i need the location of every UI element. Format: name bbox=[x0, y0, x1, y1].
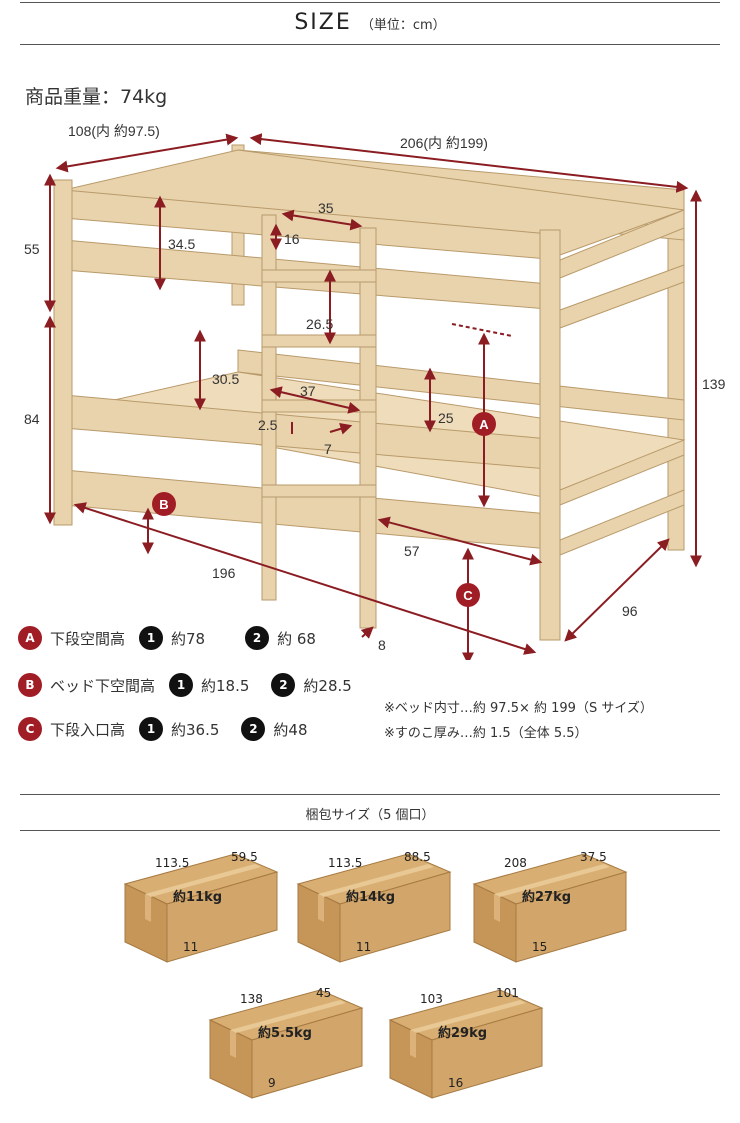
legend-letter-badge: B bbox=[18, 673, 42, 697]
package-box-1: 113.5 59.5 約11kg 11 bbox=[115, 842, 285, 972]
size-header: SIZE （単位：cm） bbox=[0, 10, 740, 35]
dimension-labels: 108(内 約97.5) 206(内 約199) 55 34.5 35 16 2… bbox=[24, 123, 726, 653]
bunk-bed-diagram: 108(内 約97.5) 206(内 約199) 55 34.5 35 16 2… bbox=[24, 123, 726, 660]
note-inner-size: ※ベッド内寸…約 97.5× 約 199（S サイズ） bbox=[384, 701, 653, 716]
dim-length-outer: 206(内 約199) bbox=[400, 135, 488, 151]
bed-frame bbox=[53, 144, 686, 641]
header-top-rule bbox=[20, 2, 720, 3]
legend-num-badge: 1 bbox=[169, 673, 194, 697]
package-box-3: 208 37.5 約27kg 15 bbox=[464, 842, 634, 972]
box-weight: 約5.5kg bbox=[258, 1026, 312, 1041]
box-dim-top-left: 138 bbox=[240, 992, 263, 1006]
dim-guard-height: 34.5 bbox=[168, 236, 195, 252]
legend-value-1: 約18.5 bbox=[201, 676, 250, 695]
dim-rail-thickness: 16 bbox=[284, 231, 300, 247]
legend-num-badge: 2 bbox=[245, 626, 270, 650]
page-title: SIZE bbox=[294, 10, 352, 35]
dim-ladder-width: 37 bbox=[300, 383, 316, 399]
legend-num-badge: 1 bbox=[139, 626, 164, 650]
legend-value-2: 約 68 bbox=[277, 629, 316, 648]
legend-value-1: 約78 bbox=[171, 629, 206, 648]
box-dim-top-left: 113.5 bbox=[155, 856, 190, 870]
box-dim-top-right: 37.5 bbox=[580, 850, 607, 864]
package-box-4: 138 45 約5.5kg 9 bbox=[200, 978, 370, 1108]
svg-text:A: A bbox=[479, 417, 489, 432]
box-weight: 約29kg bbox=[438, 1026, 488, 1041]
dim-base-length: 196 bbox=[212, 565, 236, 581]
dim-width-outer: 108(内 約97.5) bbox=[68, 123, 160, 139]
legend-row-a: A 下段空間高 1 約78 2 約 68 bbox=[18, 625, 316, 651]
package-bottom-rule bbox=[20, 830, 720, 831]
dim-lower-rail-height: 30.5 bbox=[212, 371, 239, 387]
package-title: 梱包サイズ（5 個口） bbox=[305, 808, 435, 823]
legend-num-badge: 2 bbox=[271, 673, 296, 697]
dim-upper-height: 55 bbox=[24, 241, 40, 257]
a-reference-line bbox=[451, 323, 513, 337]
dim-lower-opening: 57 bbox=[404, 543, 420, 559]
legend-letter-badge: A bbox=[18, 626, 42, 650]
dim-step-width: 7 bbox=[324, 441, 332, 457]
package-box-5: 103 101 約29kg 16 bbox=[380, 978, 550, 1108]
package-box-2: 113.5 88.5 約14kg 11 bbox=[288, 842, 458, 972]
dim-step-spacing: 26.5 bbox=[306, 316, 333, 332]
dim-frame-height: 25 bbox=[438, 410, 454, 426]
marker-b: B bbox=[152, 492, 176, 516]
box-dim-height: 11 bbox=[356, 940, 372, 954]
box-dim-top-right: 88.5 bbox=[404, 850, 431, 864]
legend-value-1: 約36.5 bbox=[171, 720, 220, 739]
box-dim-height: 16 bbox=[448, 1076, 464, 1090]
svg-text:B: B bbox=[159, 497, 168, 512]
box-weight: 約27kg bbox=[522, 890, 572, 905]
carton-icon bbox=[388, 989, 544, 1099]
carton-icon bbox=[472, 853, 628, 963]
box-dim-top-right: 59.5 bbox=[231, 850, 258, 864]
legend-label: ベッド下空間高 bbox=[50, 676, 156, 695]
product-weight: 商品重量：74kg bbox=[25, 86, 168, 108]
dim-lower-height: 84 bbox=[24, 411, 40, 427]
box-dim-height: 11 bbox=[183, 940, 199, 954]
package-top-rule bbox=[20, 794, 720, 795]
legend-row-c: C 下段入口高 1 約36.5 2 約48 bbox=[18, 716, 308, 742]
box-weight: 約14kg bbox=[346, 890, 396, 905]
box-dim-height: 9 bbox=[268, 1076, 276, 1090]
dim-base-depth: 96 bbox=[622, 603, 638, 619]
legend-num-badge: 1 bbox=[139, 717, 164, 741]
dim-post-width: 8 bbox=[378, 637, 386, 653]
box-weight: 約11kg bbox=[173, 890, 223, 905]
legend-num-badge: 2 bbox=[241, 717, 266, 741]
box-dim-top-right: 101 bbox=[496, 986, 519, 1000]
box-dim-top-right: 45 bbox=[316, 986, 332, 1000]
unit-label: （単位：cm） bbox=[360, 18, 446, 33]
carton-icon bbox=[123, 853, 279, 963]
dim-step-depth: 2.5 bbox=[258, 417, 278, 433]
box-dim-height: 15 bbox=[532, 940, 548, 954]
header-bottom-rule bbox=[20, 44, 720, 45]
dim-upper-ladder-gap: 35 bbox=[318, 200, 334, 216]
carton-icon bbox=[296, 853, 452, 963]
legend-label: 下段入口高 bbox=[50, 720, 126, 739]
box-dim-top-left: 208 bbox=[504, 856, 527, 870]
legend-row-b: B ベッド下空間高 1 約18.5 2 約28.5 bbox=[18, 672, 352, 698]
marker-c: C bbox=[456, 583, 480, 607]
carton-icon bbox=[208, 989, 364, 1099]
marker-a: A bbox=[472, 412, 496, 436]
dim-total-height: 139 bbox=[702, 376, 726, 392]
legend-value-2: 約28.5 bbox=[303, 676, 352, 695]
box-dim-top-left: 103 bbox=[420, 992, 443, 1006]
legend-letter-badge: C bbox=[18, 717, 42, 741]
box-dim-top-left: 113.5 bbox=[328, 856, 363, 870]
note-slat-thickness: ※すのこ厚み…約 1.5（全体 5.5） bbox=[384, 726, 588, 741]
svg-text:C: C bbox=[463, 588, 473, 603]
legend-label: 下段空間高 bbox=[50, 629, 126, 648]
legend-value-2: 約48 bbox=[273, 720, 308, 739]
